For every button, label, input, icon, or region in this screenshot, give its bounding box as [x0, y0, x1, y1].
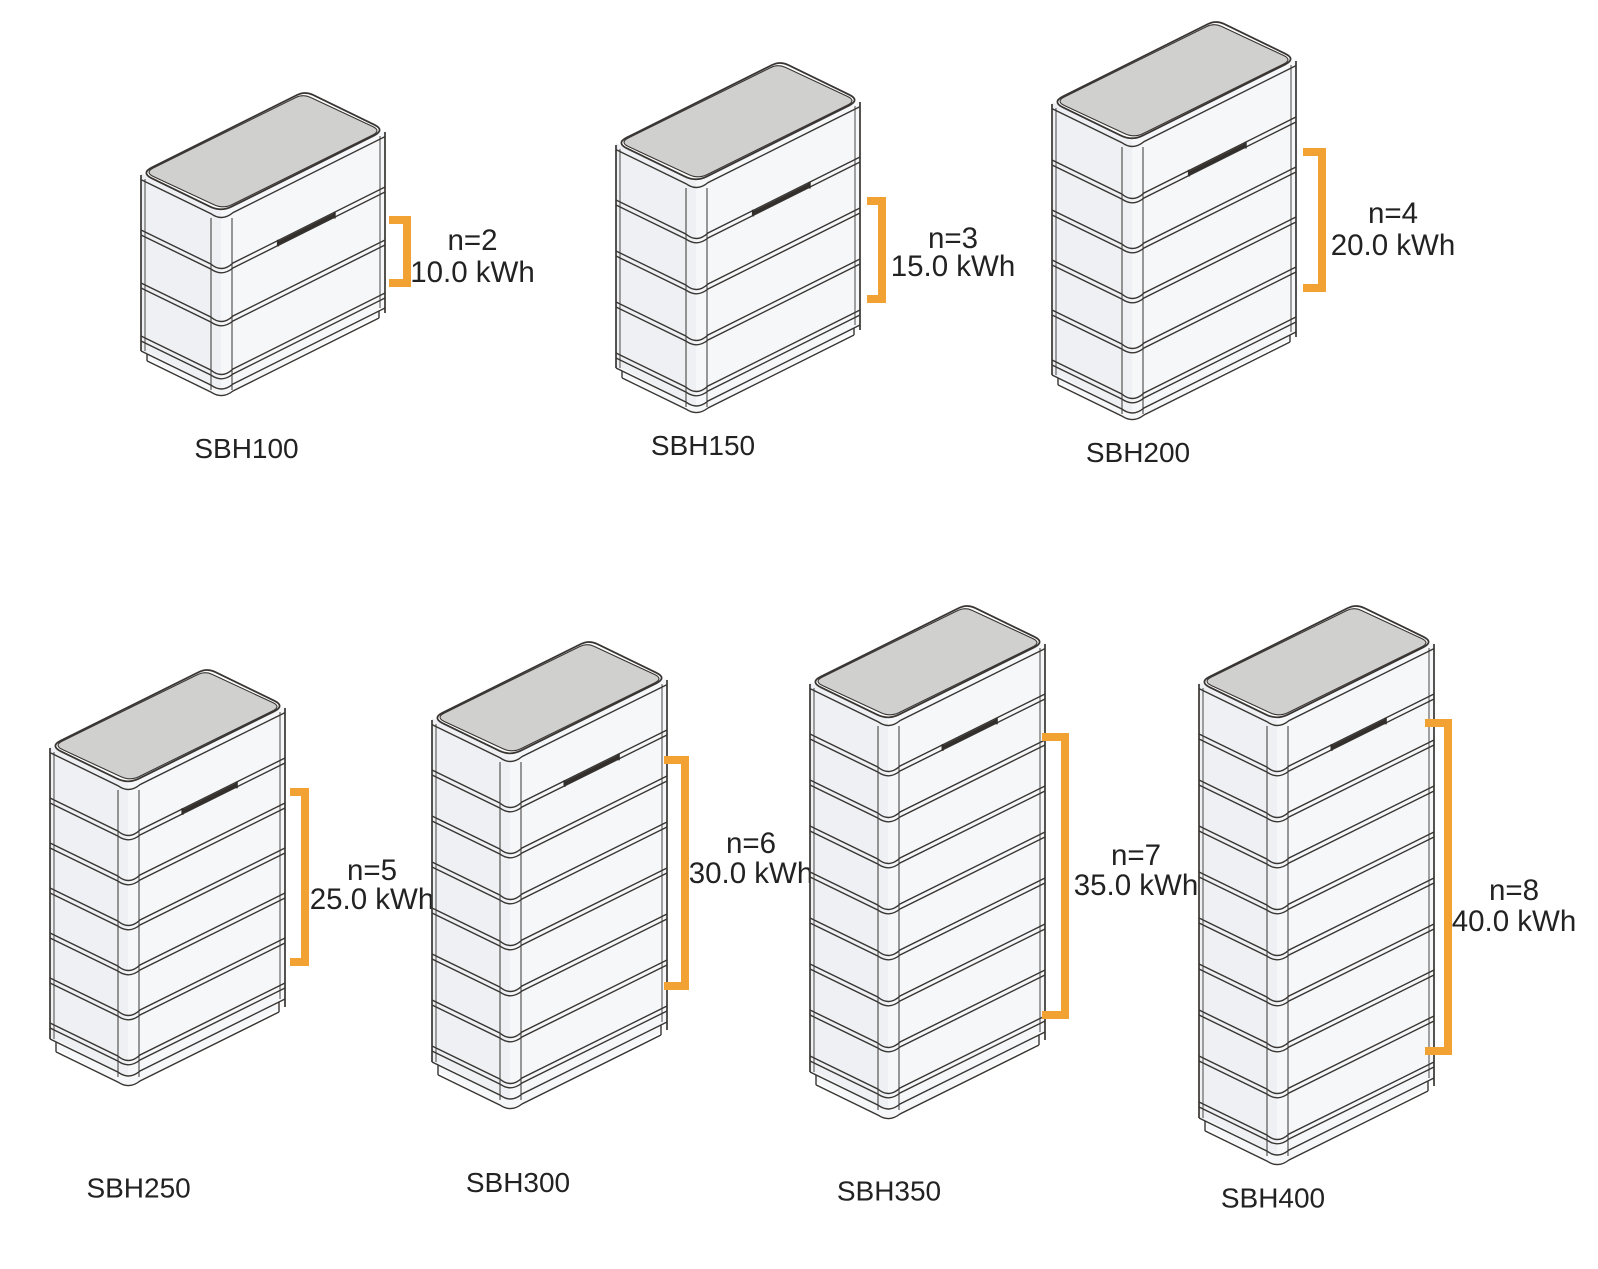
- svg-text:SBH300: SBH300: [466, 1167, 570, 1198]
- svg-text:n=8: n=8: [1489, 874, 1539, 907]
- svg-text:n=7: n=7: [1111, 839, 1161, 872]
- svg-text:n=6: n=6: [726, 827, 776, 860]
- svg-text:40.0 kWh: 40.0 kWh: [1452, 905, 1577, 938]
- svg-text:n=5: n=5: [347, 854, 397, 887]
- svg-text:SBH100: SBH100: [194, 433, 298, 464]
- svg-text:20.0 kWh: 20.0 kWh: [1331, 229, 1456, 262]
- svg-text:SBH150: SBH150: [651, 430, 755, 461]
- svg-text:SBH400: SBH400: [1221, 1183, 1325, 1214]
- svg-text:30.0 kWh: 30.0 kWh: [689, 857, 814, 890]
- svg-text:SBH250: SBH250: [86, 1173, 190, 1204]
- svg-text:n=3: n=3: [928, 222, 978, 255]
- svg-text:SBH350: SBH350: [837, 1176, 941, 1207]
- svg-text:n=2: n=2: [447, 224, 497, 257]
- svg-text:35.0 kWh: 35.0 kWh: [1074, 869, 1199, 902]
- svg-text:15.0 kWh: 15.0 kWh: [891, 250, 1016, 283]
- svg-text:n=4: n=4: [1368, 197, 1418, 230]
- svg-text:SBH200: SBH200: [1086, 437, 1190, 468]
- svg-text:10.0 kWh: 10.0 kWh: [410, 256, 535, 289]
- svg-text:25.0 kWh: 25.0 kWh: [310, 883, 435, 916]
